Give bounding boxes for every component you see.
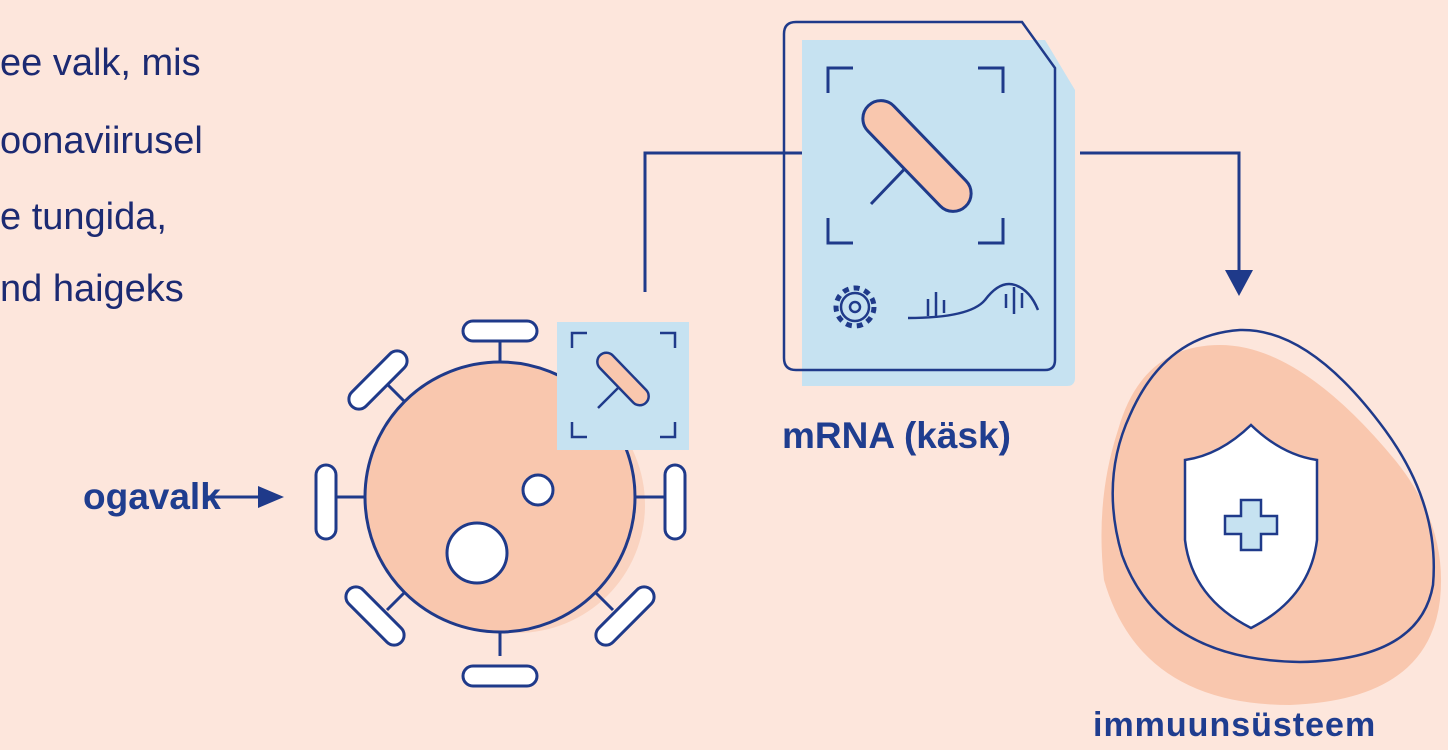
spike-bottom xyxy=(463,632,537,686)
mrna-document xyxy=(784,22,1075,386)
arrow-down-icon xyxy=(1225,270,1253,296)
connector-mrna-to-cell xyxy=(1080,153,1239,272)
mrna-label: mRNA (käsk) xyxy=(782,417,1011,454)
immune-cell xyxy=(1101,330,1441,705)
spike-top xyxy=(463,321,537,362)
virus-illustration xyxy=(316,321,689,686)
virus-vesicle-large xyxy=(447,523,507,583)
spike-protein-label: ogavalk xyxy=(83,478,221,515)
spike-left xyxy=(316,465,365,539)
spike-bottom-left xyxy=(342,583,408,649)
virus-vesicle-small xyxy=(523,475,553,505)
immune-system-label: immuunsüsteem xyxy=(1093,708,1376,742)
spike-highlight-box xyxy=(557,322,689,450)
mrna-document-fill xyxy=(802,40,1075,386)
